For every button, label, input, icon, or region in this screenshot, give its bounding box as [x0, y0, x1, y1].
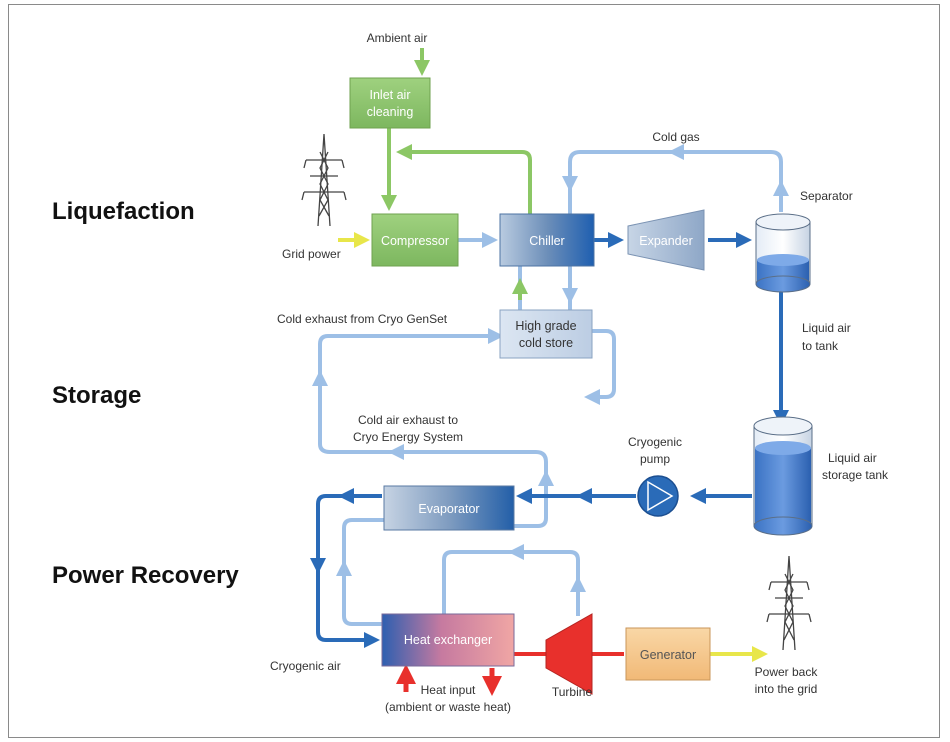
high-grade-cold-store-box: High grade cold store	[499, 309, 593, 359]
cold-exhaust-genset-label: Cold exhaust from Cryo GenSet	[277, 312, 448, 326]
inlet-air-cleaning-box: Inlet air cleaning	[349, 77, 431, 129]
inlet-air-cleaning-label-2: cleaning	[367, 105, 414, 119]
separator-tank	[755, 213, 811, 293]
power-pylon-grid-icon	[766, 555, 812, 651]
cold-air-exhaust-label-1: Cold air exhaust to	[358, 413, 458, 427]
ambient-air-label: Ambient air	[367, 31, 428, 45]
compressor-box: Compressor	[371, 213, 459, 267]
cold-gas-label: Cold gas	[652, 130, 699, 144]
cryogenic-pump-label-1: Cryogenic	[628, 435, 682, 449]
cold-store-outlet-flow	[584, 329, 616, 405]
evaporator-label: Evaporator	[418, 502, 479, 516]
separator-label: Separator	[800, 189, 853, 203]
power-pylon-icon	[301, 133, 347, 227]
section-power-recovery: Power Recovery	[52, 562, 239, 589]
chiller-label: Chiller	[529, 234, 564, 248]
evaporator-box: Evaporator	[383, 485, 515, 531]
expander-shape: Expander	[627, 209, 705, 271]
turbine-label: Turbine	[552, 685, 593, 699]
grid-power-label: Grid power	[282, 247, 341, 261]
inlet-air-cleaning-label-1: Inlet air	[370, 88, 411, 102]
power-back-label-1: Power back	[755, 665, 819, 679]
cold-air-exhaust-label-2: Cryo Energy System	[353, 430, 463, 444]
liquid-air-storage-tank-label-2: storage tank	[822, 468, 889, 482]
liquid-air-storage-tank-label-1: Liquid air	[828, 451, 877, 465]
liquid-air-storage-tank	[753, 416, 813, 536]
cryogenic-air-label: Cryogenic air	[270, 659, 341, 673]
power-back-label-2: into the grid	[755, 682, 818, 696]
section-liquefaction: Liquefaction	[52, 198, 195, 225]
chiller-box: Chiller	[499, 213, 595, 267]
cryogenic-pump	[637, 475, 679, 517]
heat-input-label-2: (ambient or waste heat)	[385, 700, 511, 714]
heat-exchanger-label: Heat exchanger	[404, 633, 492, 647]
cold-air-exhaust-flow	[318, 443, 548, 528]
cold-store-label-1: High grade	[515, 319, 576, 333]
heat-exchanger-box: Heat exchanger	[381, 613, 515, 667]
generator-box: Generator	[625, 627, 711, 681]
liquid-air-to-tank-label-2: to tank	[802, 339, 839, 353]
cold-exhaust-genset-flow	[318, 328, 504, 444]
hx-evaporator-loop	[342, 518, 384, 626]
cold-store-label-2: cold store	[519, 336, 573, 350]
cryogenic-air-flow	[316, 494, 382, 648]
liquid-air-to-tank-label-1: Liquid air	[802, 321, 851, 335]
expander-label: Expander	[639, 234, 693, 248]
heat-input-label-1: Heat input	[421, 683, 476, 697]
compressor-label: Compressor	[381, 234, 449, 248]
section-storage: Storage	[52, 382, 141, 409]
turbine-reheat-loop	[442, 550, 580, 616]
green-return-flow	[396, 144, 532, 214]
turbine-shape	[545, 613, 593, 695]
cryogenic-pump-label-2: pump	[640, 452, 670, 466]
generator-label: Generator	[640, 648, 696, 662]
cold-gas-flow	[568, 150, 783, 214]
